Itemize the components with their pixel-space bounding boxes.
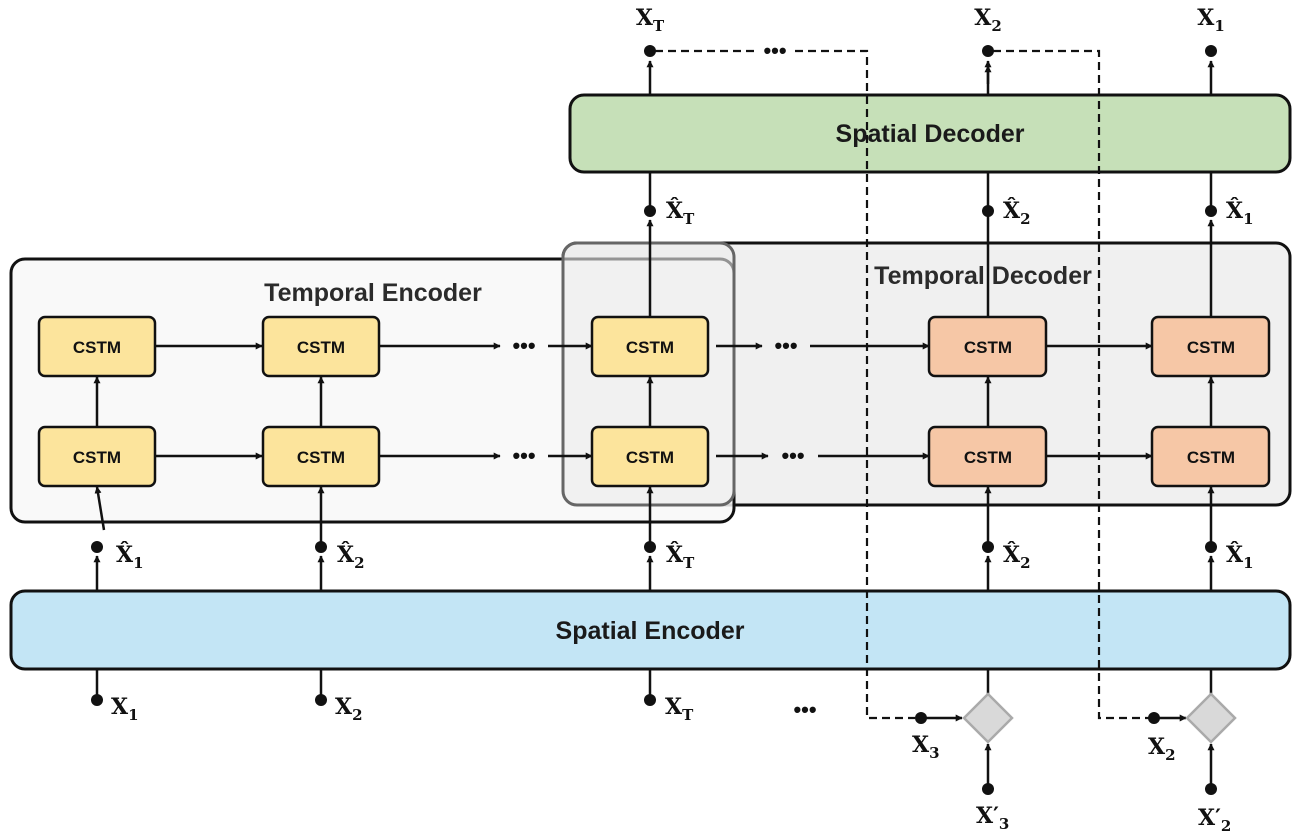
label-xhatt-enc: X̂T — [666, 542, 695, 572]
label-input-x1: X1 — [111, 694, 139, 724]
cstm-encoder-2-top: CSTM — [261, 315, 381, 378]
ellipsis-input: ••• — [793, 697, 816, 722]
label-gt-x2: X′2 — [1198, 805, 1231, 835]
label-xhat1-dec: X̂1 — [1226, 198, 1254, 228]
label-xhatt-dec: X̂T — [666, 198, 695, 228]
label-xhat1-spatial: X̂1 — [1226, 542, 1254, 572]
cstm-decoder-2-top: CSTM — [927, 315, 1048, 378]
cstm-encoder-2-bottom: CSTM — [261, 425, 381, 488]
cstm-grid: CSTM CSTM CSTM CSTM CSTM CSTM CSTM CSTM … — [37, 315, 1271, 488]
spatial-decoder-block — [568, 93, 1292, 174]
feedback-dashed-lines — [655, 49, 1150, 720]
label-xhat2-enc: X̂2 — [337, 542, 365, 572]
cstm-encoder-1-bottom: CSTM — [37, 425, 157, 488]
cstm-label: CSTM — [73, 448, 121, 467]
cstm-label: CSTM — [297, 338, 345, 357]
cstm-label: CSTM — [626, 338, 674, 357]
ellipsis-output: ••• — [763, 38, 786, 63]
label-feedback-x2: X2 — [1148, 734, 1176, 764]
cstm-decoder-1-bottom: CSTM — [1150, 425, 1271, 488]
cstm-encoder-1-top: CSTM — [37, 315, 157, 378]
label-output-xt: XT — [636, 5, 665, 35]
ellipsis-decoder-top: ••• — [774, 333, 797, 358]
label-feedback-x3: X3 — [912, 732, 940, 762]
label-input-xt: XT — [665, 694, 694, 724]
spatial-decoder-label: Spatial Decoder — [836, 120, 1025, 148]
ellipses: ••• ••• ••• ••• ••• ••• — [512, 38, 816, 722]
node-dots — [91, 45, 1217, 795]
spatial-encoder-label: Spatial Encoder — [556, 617, 745, 645]
label-output-x2: X2 — [974, 5, 1002, 35]
cstm-label: CSTM — [1187, 448, 1235, 467]
cstm-label: CSTM — [626, 448, 674, 467]
cstm-label: CSTM — [1187, 338, 1235, 357]
ellipsis-encoder-bottom: ••• — [512, 443, 535, 468]
label-xhat2-dec: X̂2 — [1003, 198, 1031, 228]
ellipsis-decoder-bottom: ••• — [781, 443, 804, 468]
switch-diamond-3 — [962, 692, 1014, 744]
temporal-decoder-label: Temporal Decoder — [874, 262, 1092, 290]
switch-diamond-2 — [1185, 692, 1237, 744]
cstm-label: CSTM — [964, 448, 1012, 467]
connections — [93, 60, 1215, 787]
label-xhat2-spatial: X̂2 — [1003, 542, 1031, 572]
label-xhat1-enc: X̂1 — [116, 542, 144, 572]
cstm-label: CSTM — [964, 338, 1012, 357]
cstm-label: CSTM — [297, 448, 345, 467]
label-gt-x3: X′3 — [976, 803, 1009, 833]
cstm-encoder-t-bottom: CSTM — [590, 425, 710, 488]
label-output-x1: X1 — [1197, 5, 1225, 35]
cstm-decoder-1-top: CSTM — [1150, 315, 1271, 378]
label-input-x2: X2 — [335, 694, 363, 724]
cstm-decoder-2-bottom: CSTM — [927, 425, 1048, 488]
cstm-encoder-t-top: CSTM — [590, 315, 710, 378]
ellipsis-encoder-top: ••• — [512, 333, 535, 358]
cstm-label: CSTM — [73, 338, 121, 357]
temporal-encoder-label: Temporal Encoder — [264, 279, 482, 307]
